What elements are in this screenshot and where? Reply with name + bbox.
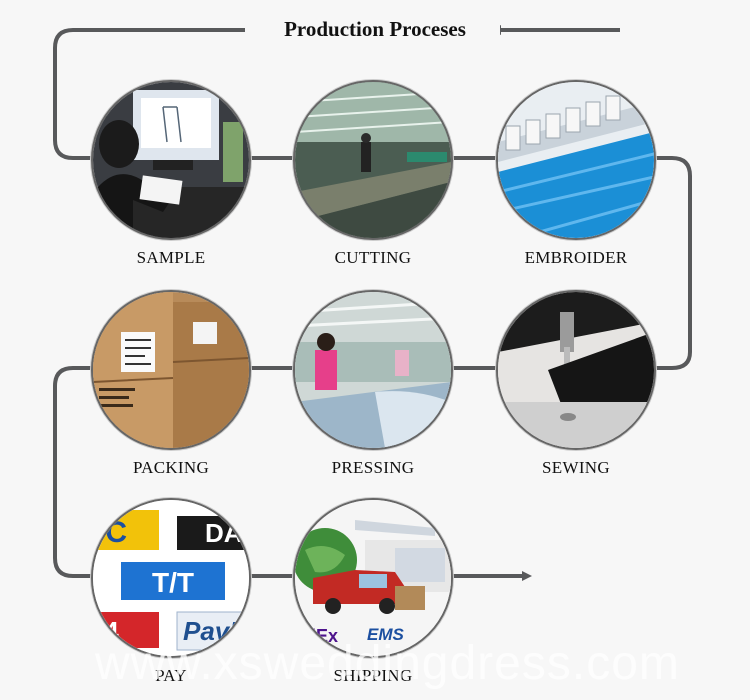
step-label-embroider: EMBROIDER (524, 248, 628, 267)
embroider-photo (496, 80, 656, 240)
step-label-sample: SAMPLE (136, 248, 206, 267)
sample-photo (91, 80, 251, 240)
step-shipping: dEx EMS SHIPPING (293, 498, 453, 686)
right-loop-connector (575, 156, 692, 370)
step-packing: PACKING (91, 290, 251, 478)
step-pay: /C DA T/T /4 PayP PAY (91, 498, 251, 686)
step-label-pay: PAY (155, 666, 187, 685)
tt-logo (121, 562, 225, 600)
watermark-text: www.xsweddingdress.com (95, 637, 680, 690)
top-connector (53, 28, 620, 160)
cutting-photo (293, 80, 453, 240)
pay-methods-image: /C DA T/T /4 PayP (91, 498, 251, 658)
step-sewing: SEWING (496, 290, 656, 478)
step-label-packing: PACKING (132, 458, 210, 477)
pay-mark-lc: /C (97, 516, 127, 549)
step-cutting: CUTTING (293, 80, 453, 268)
packing-photo (91, 290, 251, 450)
pay-mark-da: DA (205, 518, 243, 548)
step-label-shipping: SHIPPING (333, 666, 413, 685)
sewing-photo (496, 290, 656, 450)
pay-mark-tt: T/T (152, 567, 194, 598)
diagram-title: Production Proceses (250, 17, 500, 42)
pressing-photo (293, 290, 453, 450)
step-label-sewing: SEWING (542, 458, 610, 477)
step-sample: SAMPLE (91, 80, 251, 268)
left-loop-connector (53, 366, 170, 578)
step-label-pressing: PRESSING (331, 458, 415, 477)
shipping-photo: dEx EMS (293, 498, 453, 658)
step-pressing: PRESSING (293, 290, 453, 478)
ship-mark-ems: EMS (367, 625, 405, 644)
step-embroider: EMBROIDER (496, 80, 656, 268)
step-label-cutting: CUTTING (334, 248, 412, 267)
